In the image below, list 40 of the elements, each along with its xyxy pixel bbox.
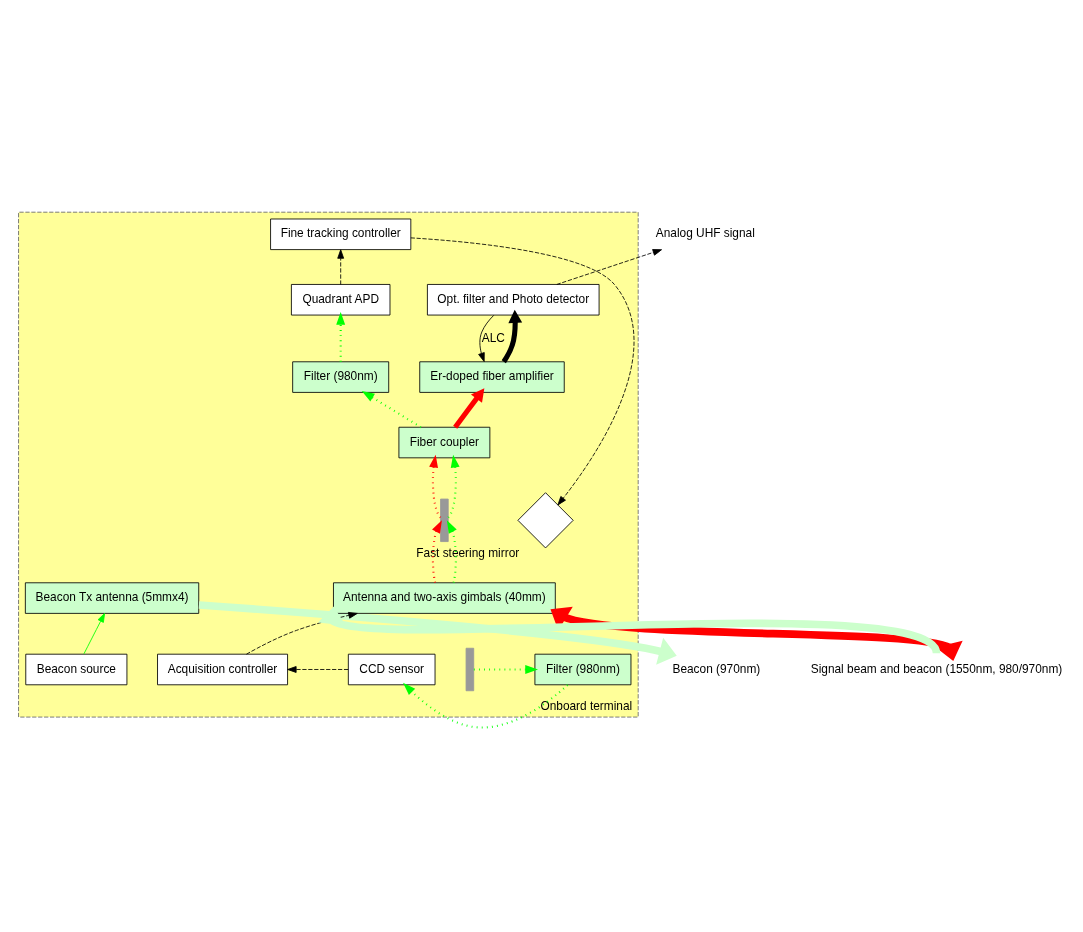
node-box: Opt. filter and Photo detector: [426, 283, 600, 315]
arrow: [446, 519, 457, 583]
arrow: [410, 236, 635, 505]
arrow: [198, 600, 677, 665]
arrow: [431, 519, 442, 583]
arrow: [429, 454, 442, 518]
node-box: Filter (980nm): [534, 653, 632, 685]
arrow: [473, 664, 538, 674]
node-text: Analog UHF signal: [655, 225, 755, 240]
arrow: [287, 665, 349, 673]
node-text: Beacon (970nm): [672, 661, 761, 676]
node-box: Quadrant APD: [290, 283, 391, 315]
node-bar: [465, 647, 475, 691]
arrow: [83, 612, 106, 654]
arrow: [556, 248, 662, 285]
arrow: [453, 387, 485, 429]
arrow: [447, 454, 460, 518]
arrow: [403, 682, 569, 728]
node-text: Signal beam and beacon (1550nm, 980/970nm): [810, 661, 1063, 676]
node-box: Er-doped fiber amplifier: [419, 360, 565, 393]
arrow: [246, 611, 358, 655]
edge-label: ALC: [481, 330, 505, 345]
arrow: [478, 314, 495, 362]
node-box: Fiber coupler: [398, 426, 491, 458]
node-diamond: [517, 491, 574, 548]
arrow: [361, 390, 422, 428]
node-box: Antenna and two-axis gimbals (40mm): [333, 581, 556, 614]
node-label: Fast steering mirror: [416, 545, 520, 560]
arrow: [336, 311, 346, 362]
arrow: [337, 248, 345, 285]
node-box: Filter (980nm): [292, 360, 390, 393]
node-box: Acquisition controller: [157, 653, 288, 685]
node-bar: [440, 498, 449, 542]
node-box: Beacon source: [25, 653, 128, 685]
node-box: Fine tracking controller: [270, 218, 412, 250]
node-box: Beacon Tx antenna (5mmx4): [24, 581, 200, 614]
arrow: [550, 606, 963, 661]
arrow: [501, 309, 523, 363]
node-box: CCD sensor: [347, 653, 436, 685]
arrow: [318, 605, 940, 656]
